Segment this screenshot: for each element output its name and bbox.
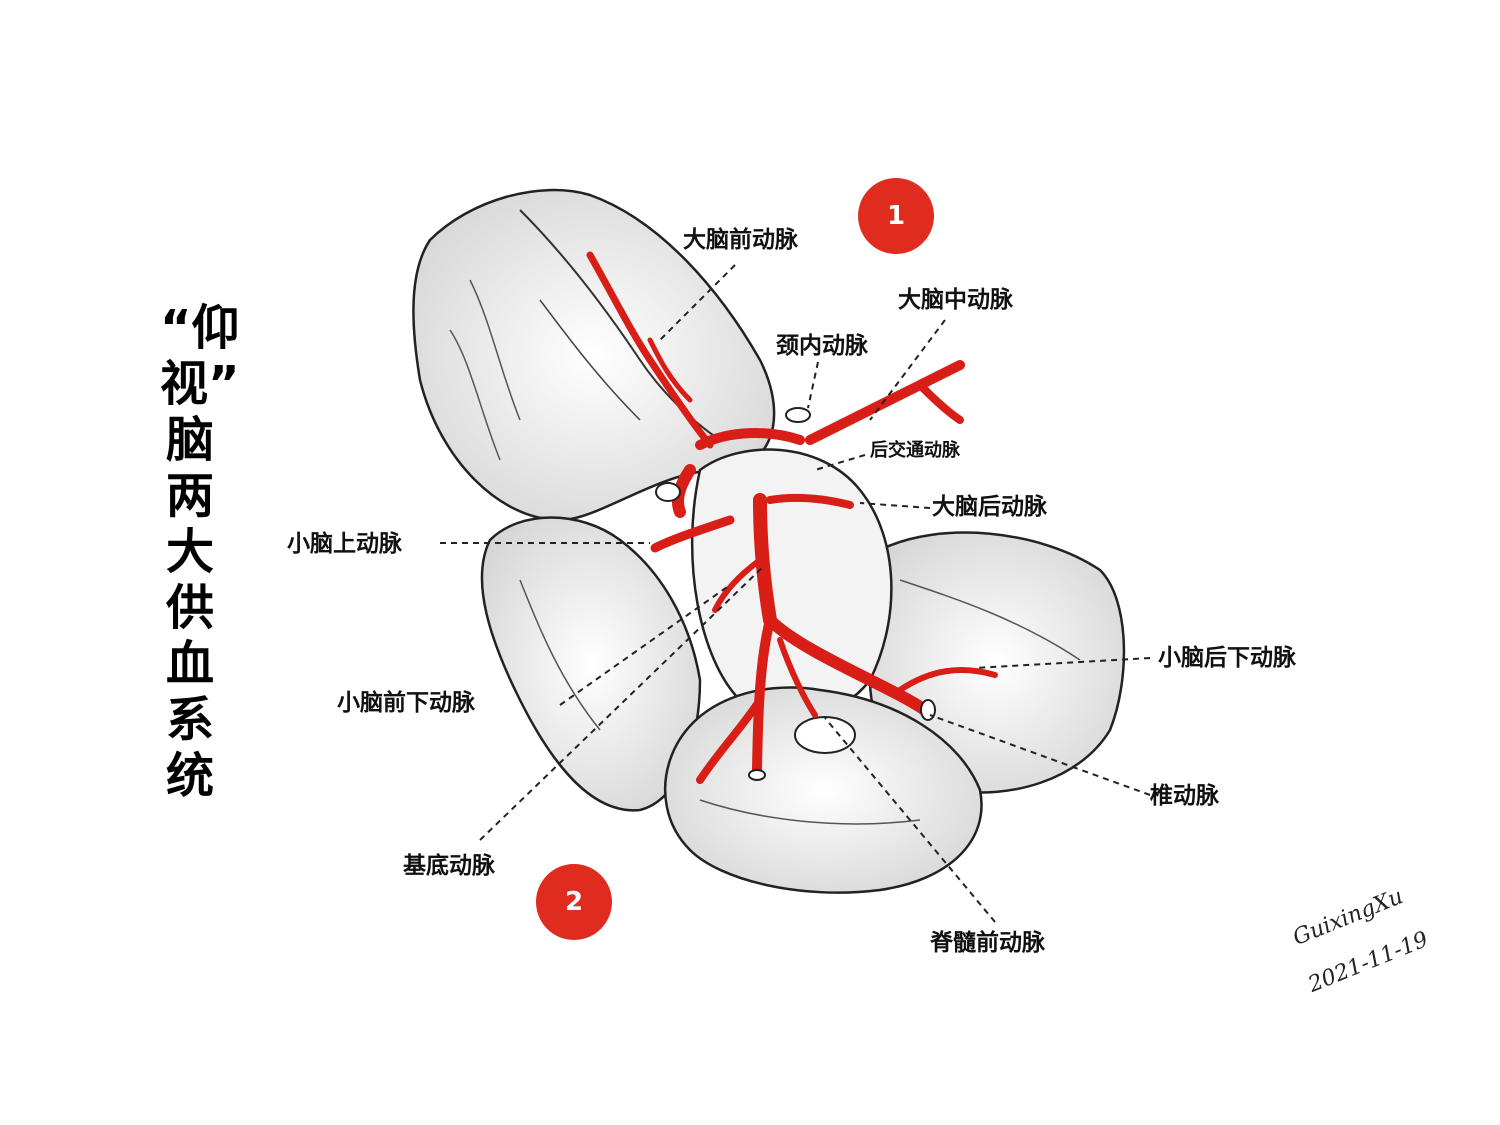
label-superior-cerebellar-artery: 小脑上动脉 — [287, 531, 402, 557]
leader-asa — [824, 717, 996, 923]
label-posterior-cerebral-artery: 大脑后动脉 — [932, 494, 1047, 520]
title-char: 血 — [165, 636, 214, 692]
title-char: 大 — [165, 524, 214, 580]
title-char: 两 — [165, 468, 214, 524]
badge-one: 1 — [858, 178, 934, 254]
leader-mca — [869, 319, 946, 421]
title-char: 脑 — [165, 412, 214, 468]
title-char: “仰 — [160, 300, 240, 356]
label-anterior-spinal-artery: 脊髓前动脉 — [930, 930, 1045, 956]
title-char: 系 — [165, 692, 214, 748]
leader-pica — [974, 657, 1151, 669]
title-char: 视” — [160, 356, 240, 412]
vertical-title: “仰 视” 脑 两 大 供 血 系 统 — [160, 300, 240, 804]
medulla-cut — [794, 716, 856, 754]
leader-aca — [659, 264, 736, 341]
leader-pca — [859, 502, 931, 509]
label-anterior-inferior-cerebellar-artery: 小脑前下动脉 — [337, 690, 475, 716]
leader-ica — [807, 361, 819, 409]
title-char: 统 — [165, 748, 214, 804]
label-vertebral-artery: 椎动脉 — [1150, 783, 1219, 809]
label-posterior-communicating-artery: 后交通动脉 — [870, 440, 960, 461]
label-middle-cerebral-artery: 大脑中动脉 — [898, 287, 1013, 313]
badge-two: 2 — [536, 864, 612, 940]
label-posterior-inferior-cerebellar-artery: 小脑后下动脉 — [1158, 645, 1296, 671]
title-char: 供 — [165, 580, 214, 636]
cerebellum — [664, 686, 983, 894]
label-internal-carotid-artery: 颈内动脉 — [776, 333, 868, 359]
label-basilar-artery: 基底动脉 — [403, 853, 495, 879]
leader-ba — [479, 564, 766, 841]
label-anterior-cerebral-artery: 大脑前动脉 — [683, 227, 798, 253]
leader-aica — [559, 584, 731, 706]
leader-pcom — [814, 454, 866, 471]
